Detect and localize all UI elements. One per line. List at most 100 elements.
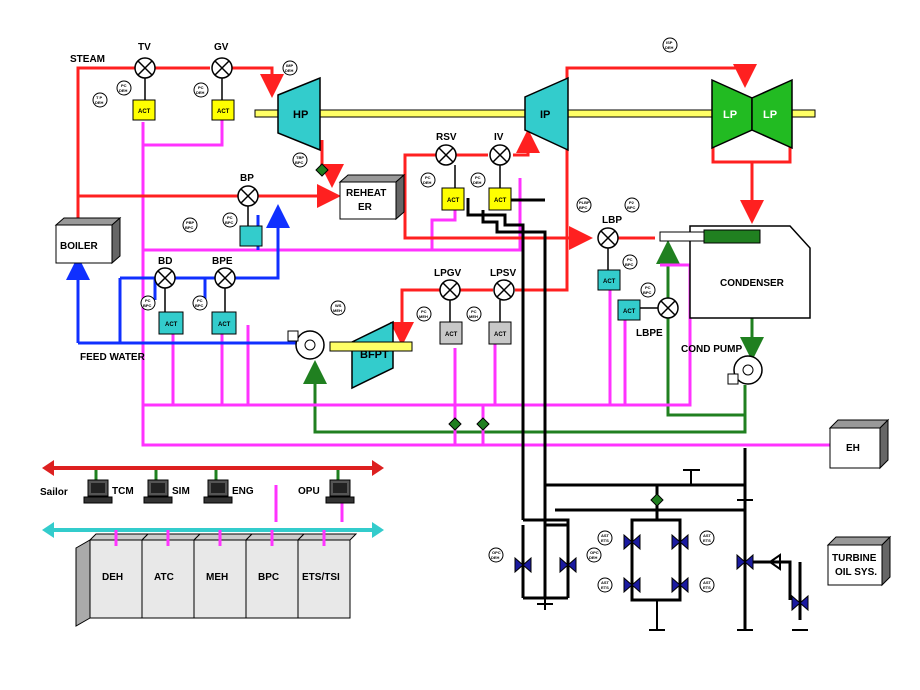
reheater-label-1: REHEAT <box>346 188 386 199</box>
actuator-labels: ACT ACT ACT ACT ACT ACT ACT ACT ACT ACT <box>138 109 636 338</box>
cabinet-label-2: MEH <box>206 572 228 583</box>
valve-gv[interactable] <box>211 57 233 79</box>
workstations: TCM SIM ENG OPU <box>83 470 355 504</box>
workstation-tcm[interactable]: TCM <box>83 470 134 504</box>
svg-text:BPC: BPC <box>195 303 204 308</box>
svg-text:DEH: DEH <box>491 555 500 560</box>
act-bpe <box>211 311 237 335</box>
workstation-label-tcm: TCM <box>112 486 134 497</box>
act-rsv-label: ACT <box>447 198 460 204</box>
act-gv-label: ACT <box>217 109 230 115</box>
valve-bpe[interactable] <box>214 267 236 289</box>
act-bd-label: ACT <box>165 322 178 328</box>
svg-text:BPC: BPC <box>185 225 194 230</box>
bfpt-turbine: BFPT <box>329 320 413 390</box>
valve-iv[interactable] <box>489 144 511 166</box>
boiler: BOILER <box>54 216 122 265</box>
act-lbpe <box>617 299 641 321</box>
iv-label: IV <box>494 132 504 143</box>
lp-label-left: LP <box>723 109 737 121</box>
condenser-label: CONDENSER <box>720 278 785 289</box>
lbp-label: LBP <box>602 215 622 226</box>
lp-label-right: LP <box>763 109 777 121</box>
svg-text:AST: AST <box>601 580 610 585</box>
cabinet-label-1: ATC <box>154 572 174 583</box>
svg-text:ETS: ETS <box>601 538 609 543</box>
workstation-label-sim: SIM <box>172 486 190 497</box>
lp-turbine: LP LP <box>711 78 793 150</box>
feed-pump[interactable] <box>287 330 325 360</box>
svg-text:OPC: OPC <box>492 550 501 555</box>
workstation-label-opu: OPU <box>298 486 320 497</box>
turbine-oil-label-1: TURBINE <box>832 553 877 564</box>
svg-text:MEH: MEH <box>469 314 478 319</box>
cabinet-atc: ATC <box>140 530 202 619</box>
svg-text:ETS: ETS <box>703 538 711 543</box>
svg-text:AST: AST <box>703 533 712 538</box>
svg-text:PC: PC <box>645 285 651 290</box>
valve-lpsv[interactable] <box>493 279 515 301</box>
act-lpsv-label: ACT <box>494 332 507 338</box>
act-lbp <box>597 269 621 291</box>
cabinet-meh: MEH <box>192 530 254 619</box>
cabinet-bpc: BPC <box>244 530 306 619</box>
svg-text:BPC: BPC <box>579 205 588 210</box>
svg-text:AST: AST <box>703 580 712 585</box>
check-valves <box>315 163 664 507</box>
workstation-opu[interactable]: OPU <box>298 470 355 504</box>
svg-text:DEH: DEH <box>665 45 674 50</box>
svg-text:DEH: DEH <box>473 180 482 185</box>
valve-rsv[interactable] <box>435 144 457 166</box>
workstation-sim[interactable]: SIM <box>143 470 190 504</box>
svg-text:DEH: DEH <box>95 100 104 105</box>
svg-text:PC: PC <box>425 175 431 180</box>
lbpe-label: LBPE <box>636 328 663 339</box>
hp-label: HP <box>293 109 308 121</box>
workstation-eng[interactable]: ENG <box>203 470 254 504</box>
act-lpgv <box>439 321 463 345</box>
svg-text:PC: PC <box>197 298 203 303</box>
valve-lbp[interactable] <box>597 227 619 249</box>
act-gv <box>211 99 235 121</box>
cond-pump[interactable] <box>727 355 763 385</box>
workstation-label-eng: ENG <box>232 486 254 497</box>
cabinet-label-4: ETS/TSI <box>302 572 340 583</box>
ip-label: IP <box>540 109 550 121</box>
rsv-label: RSV <box>436 132 457 143</box>
act-iv-label: ACT <box>494 198 507 204</box>
svg-text:PC: PC <box>475 175 481 180</box>
valve-lbpe[interactable] <box>657 297 679 319</box>
svg-text:DEH: DEH <box>285 68 294 73</box>
cabinet-ets-tsi: ETS/TSI <box>296 530 358 619</box>
svg-text:TBP: TBP <box>296 155 304 160</box>
svg-text:BPC: BPC <box>625 262 634 267</box>
svg-text:OPC: OPC <box>590 550 599 555</box>
act-lpsv <box>488 321 512 345</box>
oil-lines <box>466 198 802 630</box>
valve-bp[interactable] <box>237 185 259 207</box>
ip-turbine: IP <box>524 76 569 152</box>
svg-text:MEH: MEH <box>333 308 342 313</box>
act-tv-label: ACT <box>138 109 151 115</box>
valve-bd[interactable] <box>154 267 176 289</box>
svg-text:PC: PC <box>145 298 151 303</box>
act-bpe-label: ACT <box>218 322 231 328</box>
turbine-oil-system: TURBINE OIL SYS. <box>826 535 892 587</box>
feed-water-label: FEED WATER <box>80 352 146 363</box>
valve-lpgv[interactable] <box>439 279 461 301</box>
act-bd <box>158 311 184 335</box>
valve-tv[interactable] <box>134 57 156 79</box>
